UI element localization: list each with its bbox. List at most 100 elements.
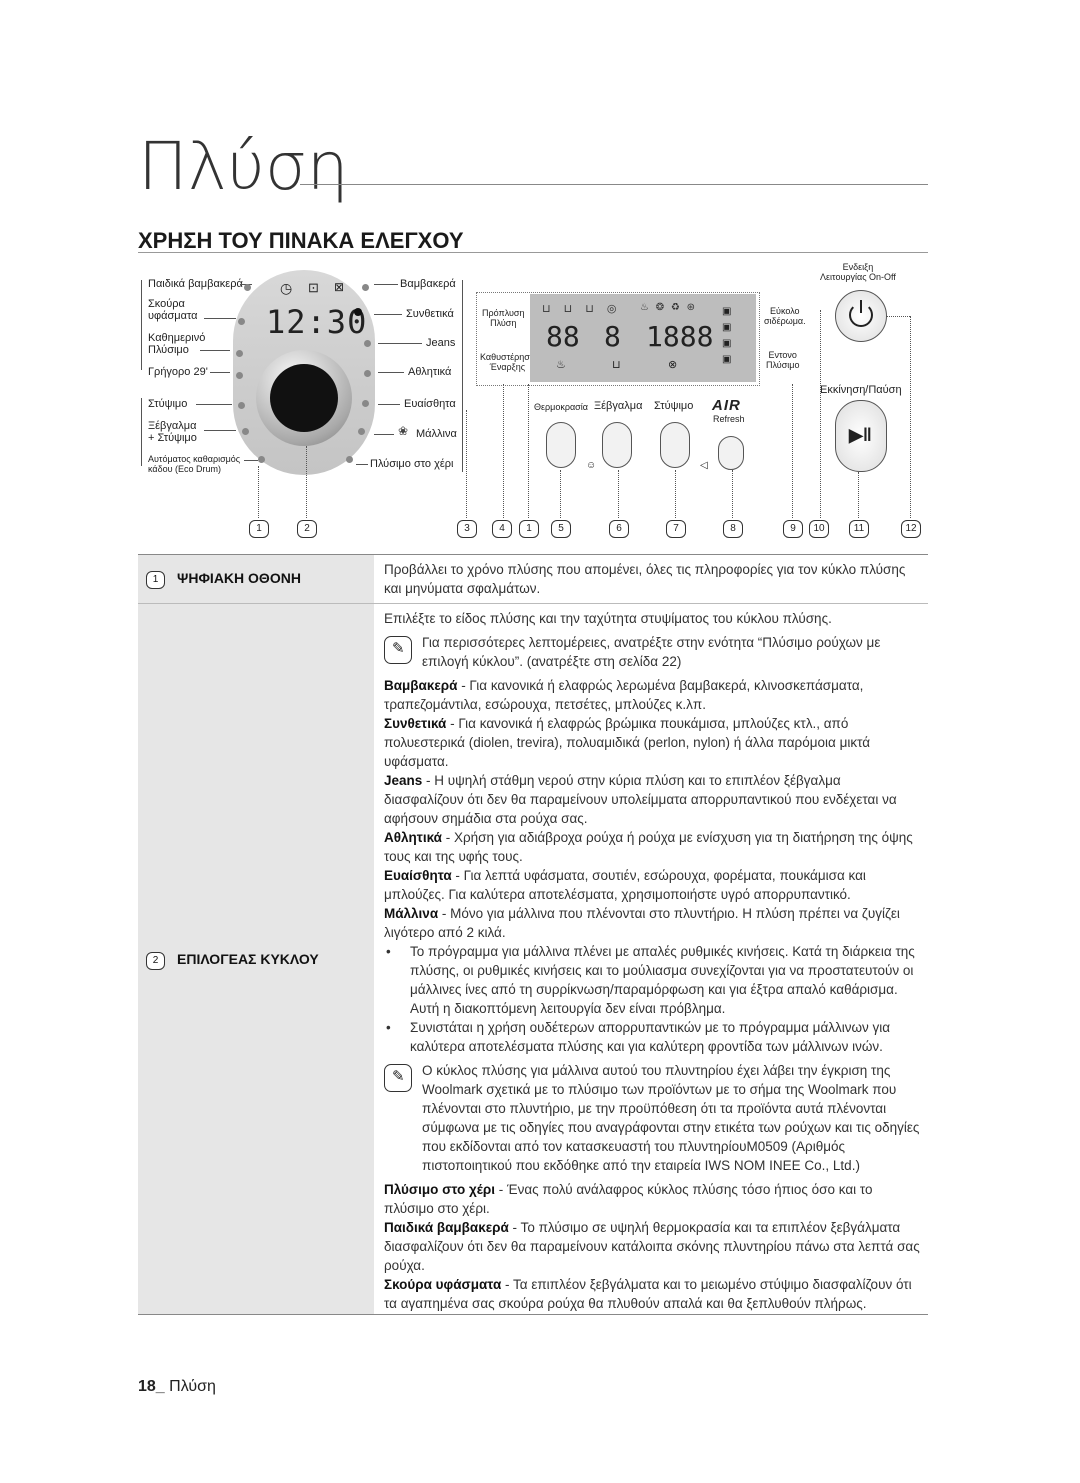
rinse-button[interactable] — [602, 422, 632, 468]
label-rinse: Ξέβγαλμα — [594, 400, 643, 412]
shirt-icons: ▣▣▣▣ — [722, 306, 732, 365]
temperature-button[interactable] — [546, 422, 576, 468]
dial-led — [238, 318, 245, 325]
lcd-temp-digits: 88 — [546, 320, 580, 353]
callout-4: 4 — [492, 520, 512, 538]
label-temperature: Θερμοκρασία — [534, 402, 588, 412]
label-sportswear: Αθλητικά — [408, 366, 452, 378]
row-number: 1 — [146, 571, 165, 589]
row-number: 2 — [146, 952, 165, 970]
dial-led — [238, 402, 245, 409]
label-start-pause: Εκκίνηση/Παύση — [820, 384, 902, 396]
label-spin: Στύψιμο — [148, 398, 188, 410]
label-spin-btn: Στύψιμο — [654, 400, 694, 412]
callout-1: 1 — [249, 520, 269, 538]
cycle-intro: Επιλέξτε το είδος πλύσης και την ταχύτητ… — [384, 611, 832, 626]
section-rule — [138, 252, 928, 253]
table-left-column — [138, 555, 374, 1314]
stage-icons: ⊔ ⊔ ⊔ ◎ — [542, 303, 622, 315]
label-dark-fabrics: Σκούρα υφάσματα — [148, 298, 198, 322]
cycle-item-wool: Μάλλινα - Μόνο για μάλλινα που πλένονται… — [384, 906, 900, 940]
callout-7: 7 — [666, 520, 686, 538]
cycle-item-jeans: Jeans - Η υψηλή στάθμη νερού στην κύρια … — [384, 773, 897, 826]
label-quick-29: Γρήγορο 29' — [148, 366, 208, 378]
woolmark-icon: ❀ — [398, 424, 409, 438]
label-prewash: Πρόπλυση Πλύση — [482, 308, 525, 328]
air-refresh-button[interactable] — [718, 436, 744, 470]
note-icon: ✎ — [384, 1064, 412, 1092]
selected-led — [354, 308, 362, 316]
callout-10: 10 — [809, 520, 829, 538]
label-hand-wash: Πλύσιμο στο χέρι — [370, 458, 454, 470]
chapter-rule — [300, 184, 928, 185]
dial-led — [244, 284, 251, 291]
label-power: Ενδειξη Λειτουργίας On-Off — [820, 262, 896, 282]
time-display: 12:30 — [266, 303, 368, 341]
dial-led — [258, 456, 265, 463]
cycle-items-more: Πλύσιμο στο χέρι - Ένας πολύ ανάλαφρος κ… — [384, 1180, 920, 1313]
callout-11: 11 — [849, 520, 869, 538]
no-spin-icon: ⊗ — [668, 359, 678, 371]
dial-led — [358, 428, 365, 435]
child-lock-icon: ⊡ — [308, 280, 319, 295]
dial-led — [236, 372, 243, 379]
rinse-icon: ⊔ — [612, 359, 621, 371]
dial-led — [362, 284, 369, 291]
note-see-page: Για περισσότερες λεπτομέρειες, ανατρέξτε… — [422, 635, 881, 669]
lock-icon: ⊠ — [334, 280, 345, 294]
cycle-item-sportswear: Αθλητικά - Χρήση για αδιάβροχα ρούχα ή ρ… — [384, 830, 913, 864]
dial-led — [364, 340, 371, 347]
play-pause-icon: ▶‖ — [849, 425, 872, 445]
cycle-item-dark-fabrics: Σκούρα υφάσματα - Τα επιπλέον ξεβγάλματα… — [384, 1277, 912, 1311]
cycle-item-synthetics: Συνθετικά - Για κανονικά ή ελαφρώς βρώμι… — [384, 716, 871, 769]
cycle-item-delicates: Ευαίσθητα - Για λεπτά υφάσματα, σουτιέν,… — [384, 868, 866, 902]
label-intensive: Εντονο Πλύσιμο — [766, 350, 800, 370]
callout-5: 5 — [551, 520, 571, 538]
clock-icon: ◷ — [280, 280, 293, 296]
dial-led — [346, 456, 353, 463]
cycle-item-cotton: Βαμβακερά - Για κανονικά ή ελαφρώς λερωμ… — [384, 678, 864, 712]
label-wool: Μάλλινα — [416, 428, 457, 440]
footer-title: Πλύση — [169, 1378, 216, 1395]
callout-1b: 1 — [519, 520, 539, 538]
section-title: ΧΡΗΣΗ ΤΟΥ ΠΙΝΑΚΑ ΕΛΕΓΧΟΥ — [138, 228, 464, 253]
cycle-item-hand-wash: Πλύσιμο στο χέρι - Ένας πολύ ανάλαφρος κ… — [384, 1182, 873, 1216]
mute-icon: ◁ — [700, 460, 708, 471]
label-easy-iron: Εύκολο σιδέρωμα. — [764, 306, 806, 326]
lcd-spin-digits: 1888 — [646, 320, 714, 353]
callout-2: 2 — [297, 520, 317, 538]
air-logo: AIR — [712, 397, 741, 414]
label-delay-end: Καθυστέρηση Έναρξης — [480, 352, 535, 372]
dial-led — [364, 370, 371, 377]
start-pause-button[interactable]: ▶‖ — [835, 400, 887, 472]
power-icon — [849, 303, 873, 327]
cycle-items: Βαμβακερά - Για κανονικά ή ελαφρώς λερωμ… — [384, 676, 920, 1056]
program-dial-knob[interactable] — [270, 364, 338, 432]
note-woolmark: Ο κύκλος πλύσης για μάλλινα αυτού του πλ… — [422, 1063, 920, 1173]
label-cotton: Βαμβακερά — [400, 278, 456, 290]
temp-icon: ♨ — [556, 359, 566, 371]
lcd-rinse-digit: 8 — [604, 320, 621, 353]
callout-9: 9 — [783, 520, 803, 538]
option-icons: ♨ ❂ ♻ ⊛ — [640, 302, 698, 313]
lcd-display — [530, 294, 756, 382]
wool-bullet: Συνιστάται η χρήση ουδέτερων απορρυπαντι… — [384, 1018, 920, 1056]
wool-bullet: Το πρόγραμμα για μάλλινα πλένει με απαλέ… — [384, 942, 920, 1018]
callout-3: 3 — [457, 520, 477, 538]
callout-12: 12 — [901, 520, 921, 538]
callout-6: 6 — [609, 520, 629, 538]
power-button[interactable] — [835, 290, 887, 342]
callout-8: 8 — [723, 520, 743, 538]
note-icon: ✎ — [384, 636, 412, 664]
spin-button[interactable] — [660, 422, 690, 468]
label-eco-drum: Αυτόματος καθαρισμός κάδου (Eco Drum) — [148, 454, 241, 474]
dial-led — [236, 350, 243, 357]
label-synthetics: Συνθετικά — [406, 308, 454, 320]
row-digital-display-text: Προβάλλει το χρόνο πλύσης που απομένει, … — [384, 562, 906, 596]
chapter-title: Πλύση — [138, 128, 349, 205]
label-kids-cotton: Παιδικά βαμβακερά — [148, 278, 243, 290]
cycle-item-kids-cotton: Παιδικά βαμβακερά - Το πλύσιμο σε υψηλή … — [384, 1220, 920, 1273]
label-daily-wash: Καθημερινό Πλύσιμο — [148, 332, 206, 356]
